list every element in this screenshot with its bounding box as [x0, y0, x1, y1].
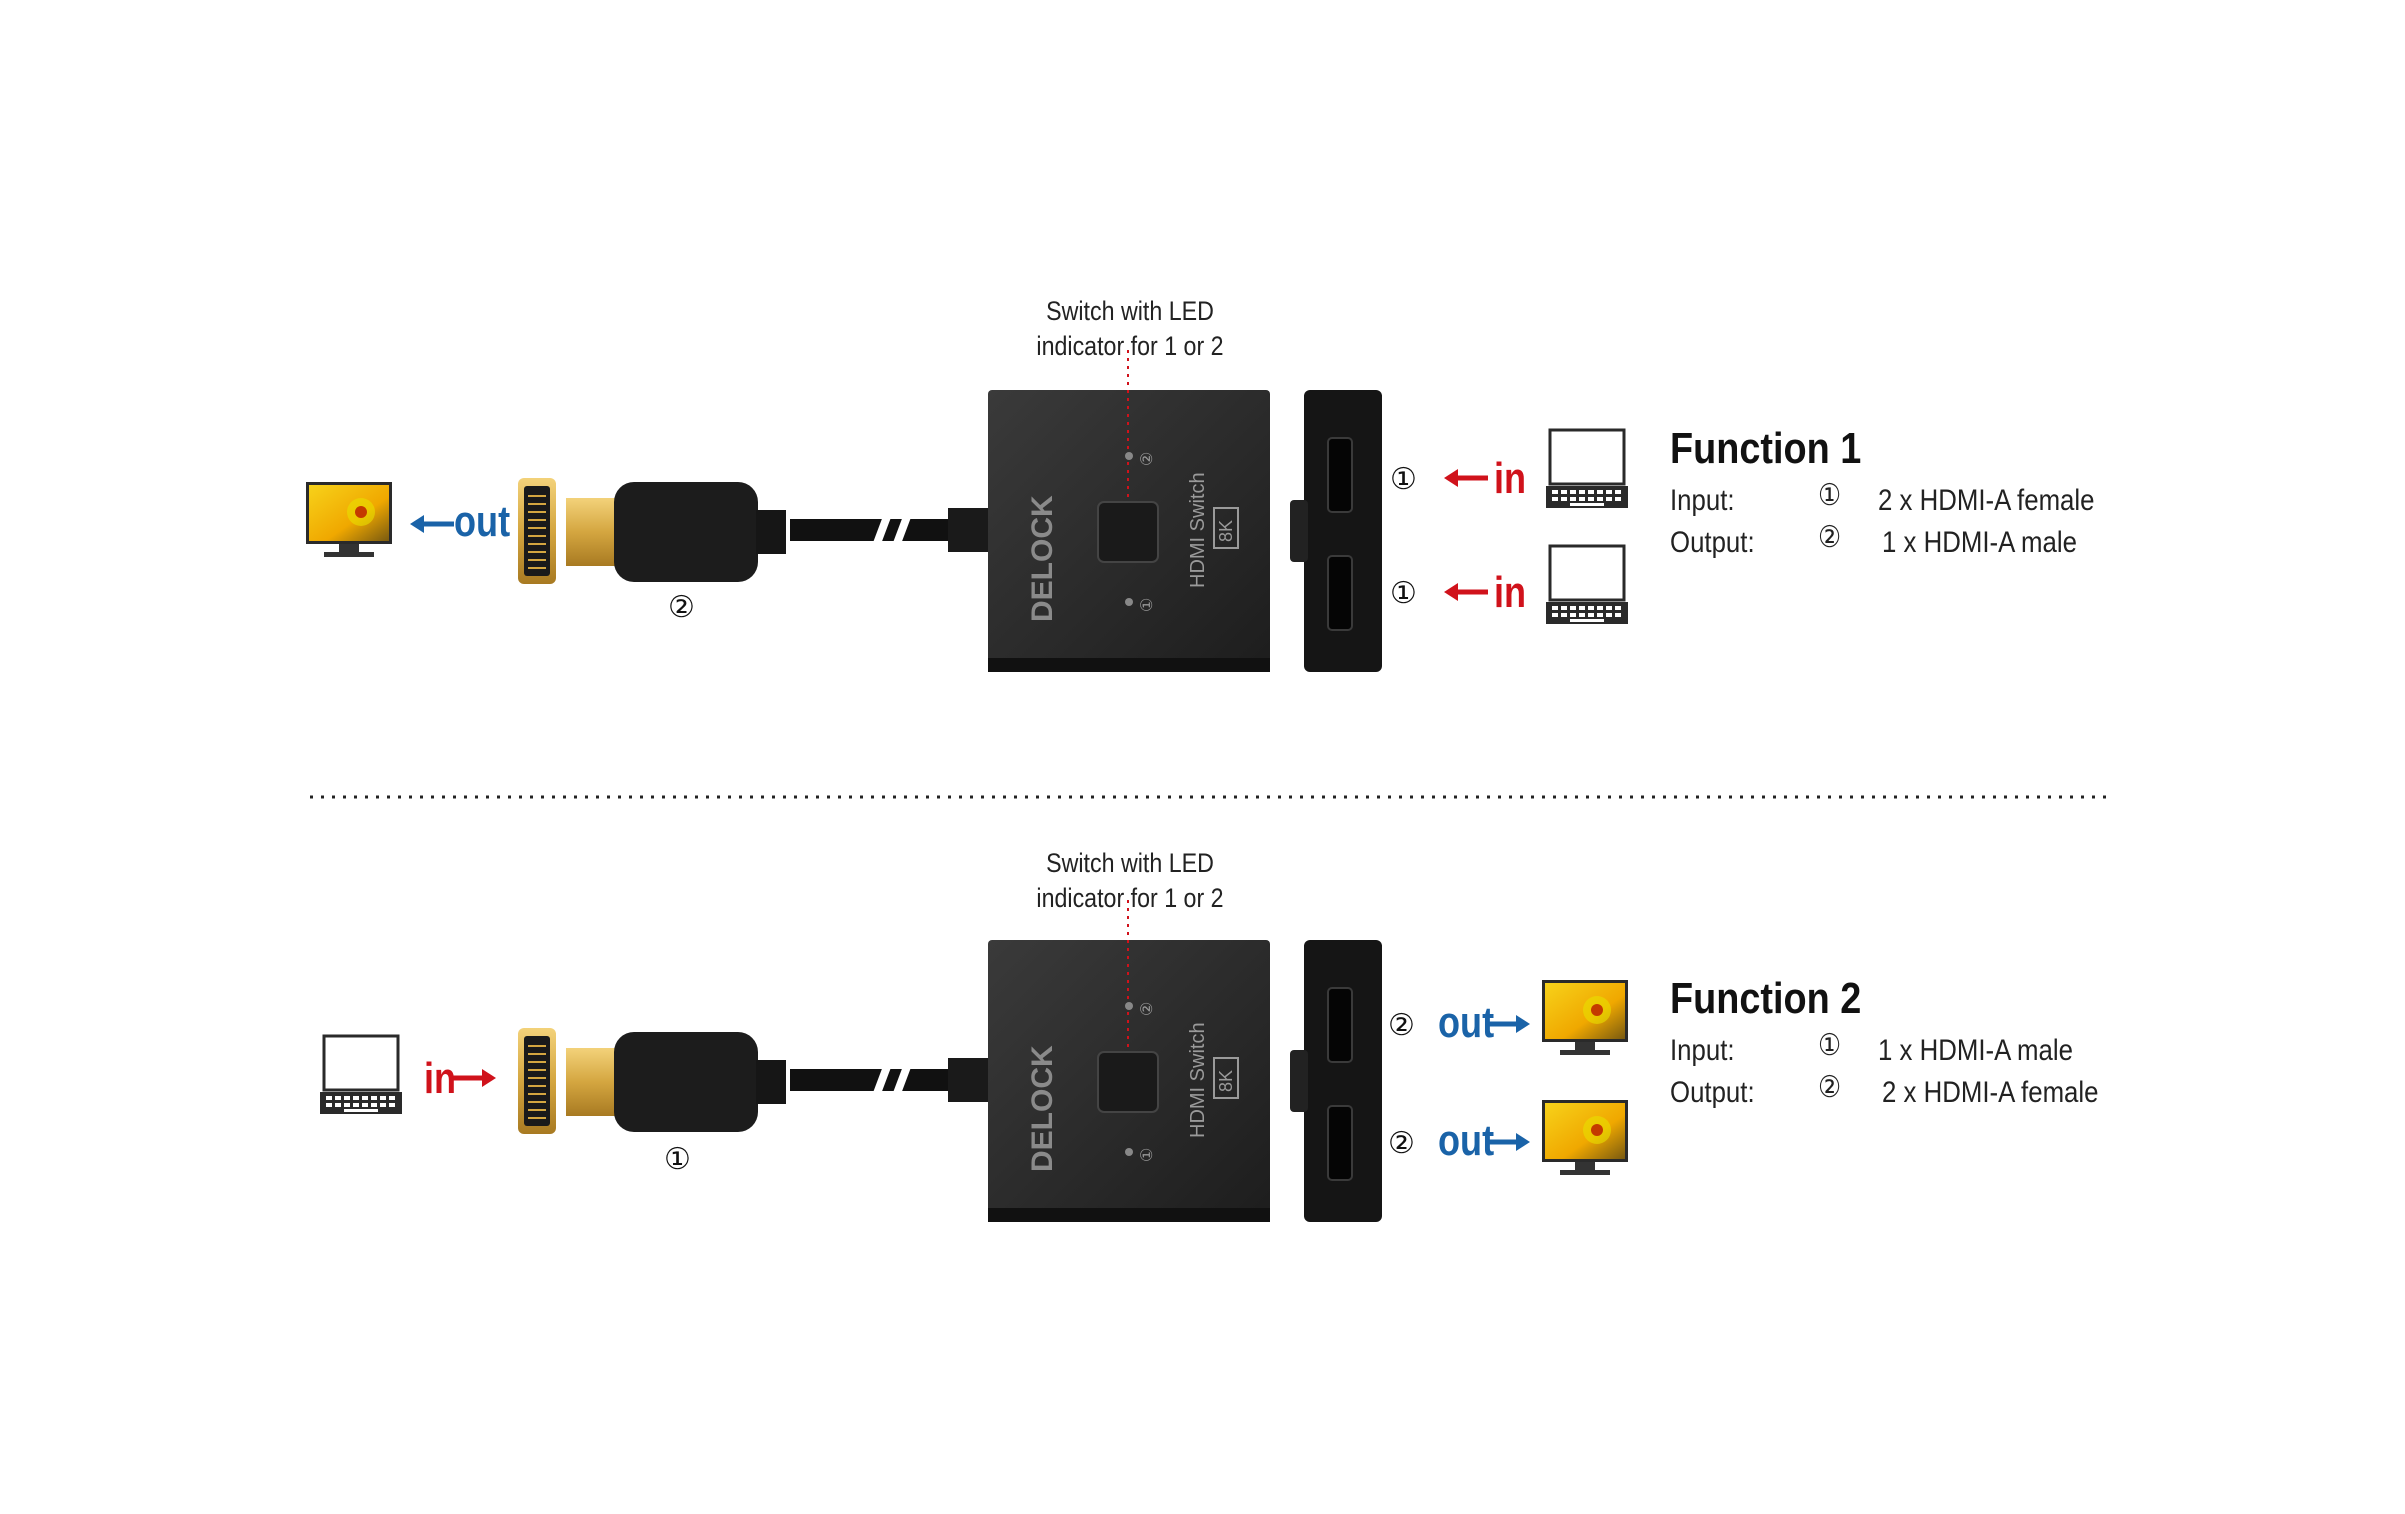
device-badge-frame [1213, 507, 1239, 549]
arrow-left-icon [1444, 469, 1488, 487]
in-label: in [424, 1054, 457, 1103]
switch-caption: Switch with LED indicator for 1 or 2 [1010, 846, 1251, 916]
out-label: out [1438, 1116, 1495, 1165]
led-1-marker: ① [1139, 1148, 1156, 1162]
arrow-left-icon [410, 515, 454, 533]
port-marker: ① [1390, 463, 1417, 496]
function-2-input-label: Input: [1670, 1034, 1735, 1067]
hdmi-switch-device: DELOCK HDMI Switch 8K ② ① [987, 899, 1383, 1223]
laptop-icon [318, 1034, 404, 1116]
device-badge: 8K [1216, 520, 1236, 542]
switch-caption: Switch with LED indicator for 1 or 2 [1010, 294, 1251, 364]
function-1-output-value: 1 x HDMI-A male [1882, 526, 2077, 559]
device-badge-frame [1213, 1057, 1239, 1099]
arrow-left-icon [1444, 583, 1488, 601]
led-2-marker: ② [1139, 1002, 1156, 1016]
laptop-icon [1544, 544, 1630, 626]
in-label: in [1494, 568, 1527, 617]
function-1-input-value: 2 x HDMI-A female [1878, 484, 2095, 517]
arrow-right-icon [452, 1069, 496, 1087]
led-1-marker: ① [1139, 598, 1156, 612]
function-1-title: Function 1 [1670, 424, 1862, 473]
switch-caption-text: Switch with LED indicator for 1 or 2 [1036, 296, 1224, 361]
device-label: HDMI Switch [1187, 472, 1209, 588]
function-1-diagram: DELOCK HDMI Switch 8K ② ① [306, 349, 1630, 673]
function-1-output-marker: ② [1818, 521, 1842, 554]
hdmi-cable [517, 477, 996, 585]
hdmi-cable [517, 1027, 996, 1135]
function-2-input-value: 1 x HDMI-A male [1878, 1034, 2073, 1067]
device-badge: 8K [1216, 1070, 1236, 1092]
in-label: in [1494, 454, 1527, 503]
function-1-input-marker: ① [1818, 479, 1842, 512]
monitor-icon [1542, 980, 1628, 1055]
function-2-input-marker: ① [1818, 1029, 1842, 1062]
device-brand: DELOCK [1026, 495, 1059, 622]
device-brand: DELOCK [1026, 1045, 1059, 1172]
device-label: HDMI Switch [1187, 1022, 1209, 1138]
cable-marker: ① [664, 1143, 691, 1176]
cable-marker: ② [668, 591, 695, 624]
out-label: out [1438, 998, 1495, 1047]
monitor-icon [306, 482, 392, 557]
port-marker: ② [1388, 1009, 1415, 1042]
function-2-output-marker: ② [1818, 1071, 1842, 1104]
laptop-icon [1544, 428, 1630, 510]
hdmi-switch-device: DELOCK HDMI Switch 8K ② ① [987, 349, 1383, 673]
led-2-marker: ② [1139, 452, 1156, 466]
switch-caption-text: Switch with LED indicator for 1 or 2 [1036, 848, 1224, 913]
port-marker: ② [1388, 1127, 1415, 1160]
function-2-output-value: 2 x HDMI-A female [1882, 1076, 2099, 1109]
function-2-title: Function 2 [1670, 974, 1862, 1023]
function-2-output-label: Output: [1670, 1076, 1755, 1109]
port-marker: ① [1390, 577, 1417, 610]
function-2-diagram: DELOCK HDMI Switch 8K ② ① [318, 899, 1628, 1223]
function-1-input-label: Input: [1670, 484, 1735, 517]
function-1-output-label: Output: [1670, 526, 1755, 559]
out-label: out [454, 497, 511, 546]
monitor-icon [1542, 1100, 1628, 1175]
